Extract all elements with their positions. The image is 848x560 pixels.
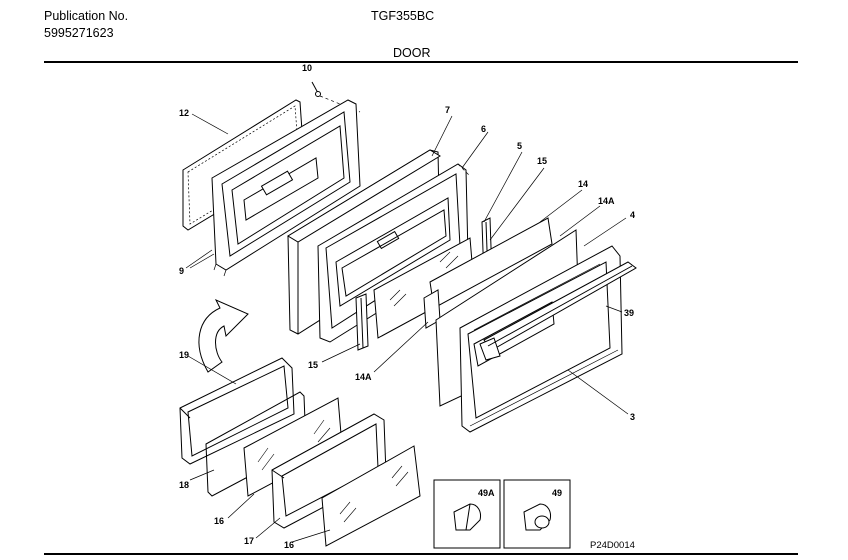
- screw-part-10: [311, 81, 361, 113]
- callout-49A: 49A: [478, 488, 495, 498]
- callout-6: 6: [481, 124, 486, 134]
- glass-bracket-part-15-lower: [355, 293, 369, 351]
- callout-7: 7: [445, 105, 450, 115]
- callout-49: 49: [552, 488, 562, 498]
- footer-divider: [44, 553, 798, 555]
- publication-label: Publication No.: [44, 9, 129, 23]
- callout-15-upper: 15: [537, 156, 547, 166]
- callout-16-upper: 16: [214, 516, 224, 526]
- callout-5: 5: [517, 141, 522, 151]
- callout-17: 17: [244, 536, 254, 546]
- model-number: TGF355BC: [371, 9, 435, 23]
- drawer-box-part-19: [179, 357, 295, 465]
- header-divider: [44, 61, 798, 63]
- publication-number: 5995271623: [44, 26, 114, 40]
- door-handle-part-39: [479, 261, 637, 361]
- inset-box-knob-49: [503, 479, 571, 549]
- callout-39: 39: [624, 308, 634, 318]
- callout-10: 10: [302, 63, 312, 73]
- inset-box-knob-49A: [433, 479, 501, 549]
- callout-14A-upper: 14A: [598, 196, 615, 206]
- callout-3: 3: [630, 412, 635, 422]
- callout-15-lower: 15: [308, 360, 318, 370]
- callout-9: 9: [179, 266, 184, 276]
- callout-16-lower: 16: [284, 540, 294, 550]
- drawer-glass-part-16-lower: [321, 445, 421, 547]
- inner-door-panel-part-9: [185, 99, 361, 277]
- callout-14: 14: [578, 179, 588, 189]
- leader-lines: [187, 113, 629, 543]
- callout-4: 4: [630, 210, 635, 220]
- callout-12: 12: [179, 108, 189, 118]
- section-title: DOOR: [393, 46, 431, 60]
- diagram-code: P24D0014: [590, 540, 635, 551]
- assembly-arrow-icon: [198, 298, 249, 373]
- callout-14A-lower: 14A: [355, 372, 372, 382]
- callout-18: 18: [179, 480, 189, 490]
- callout-19: 19: [179, 350, 189, 360]
